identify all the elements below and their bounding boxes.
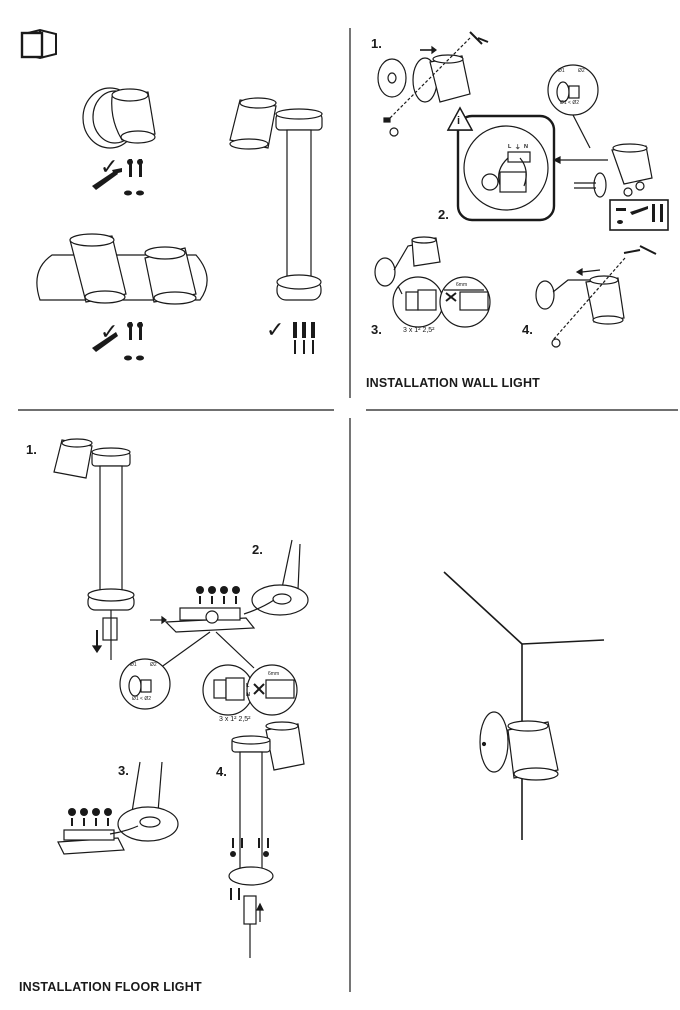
floor-step-1-illustration [53,438,135,660]
hardware-set-2 [92,322,144,361]
wall-lamp-single-illustration [82,87,156,149]
check-icon: ✓ [100,155,119,180]
hardware-set-3 [293,322,315,354]
wall-terminal-n: N [524,144,528,150]
floor-step-1-number: 1. [26,442,37,457]
wall-earth-symbol: ⏚ [515,145,521,151]
wall-cable-note: 3 x 1² 2,5² [403,327,435,334]
wall-step-2-hardware [616,204,663,224]
floor-strip-length: 6mm [268,671,280,677]
wall-installation-title: INSTALLATION WALL LIGHT [366,376,541,390]
check-icon: ✓ [266,318,285,343]
wall-step-1-illustration [377,31,489,137]
hardware-set-1 [92,159,144,196]
wall-diameter-1: Ø1 [558,68,565,74]
floor-installation-title: INSTALLATION FLOOR LIGHT [19,980,202,994]
floor-step-2-illustration [150,539,309,669]
wall-step-3-number: 3. [371,322,382,337]
info-icon [446,106,474,131]
wall-step-3-illustration [374,236,491,328]
floor-step-4-illustration [228,721,305,958]
floor-diameter-inset [119,658,171,710]
manual-book-icon [20,28,57,60]
floor-step-2-number: 2. [252,542,263,557]
wall-diameter-2: Ø2 [578,68,585,74]
wall-lamp-double-illustration [36,233,208,305]
floor-diameter-compare: Ø1 < Ø2 [132,696,152,702]
wall-step-1-number: 1. [371,36,382,51]
floor-step-4-screws [230,838,269,900]
floor-step-4-number: 4. [216,764,227,779]
info-icon-letter: i [457,115,461,127]
floor-step-3-number: 3. [118,763,129,778]
floor-terminal-l: L [246,683,250,689]
wall-step-4-illustration [535,245,657,348]
floor-cable-note: 3 x 1² 2,5² [219,716,251,723]
wall-strip-length: 6mm [456,282,468,288]
check-icon: ✓ [100,320,119,345]
floor-lamp-illustration [229,97,323,301]
wall-terminal-l: L [508,144,512,150]
floor-step-3-screws [68,808,112,826]
wall-step-4-number: 4. [522,322,533,337]
mounted-wall-lamp [479,711,559,781]
floor-wiring-inset [202,664,298,716]
floor-step-2-screws [196,586,240,604]
floor-diameter-1: Ø1 [130,662,137,668]
floor-step-3-illustration [57,761,179,855]
wall-anchor-diameter-inset [547,64,599,149]
floor-terminal-n: N [246,692,250,698]
wall-step-2-number: 2. [438,207,449,222]
wall-diameter-compare: Ø1 < Ø2 [560,100,580,106]
floor-diameter-2: Ø2 [150,662,157,668]
wall-step-2-lamp [574,143,669,231]
room-corner-illustration [443,571,605,840]
